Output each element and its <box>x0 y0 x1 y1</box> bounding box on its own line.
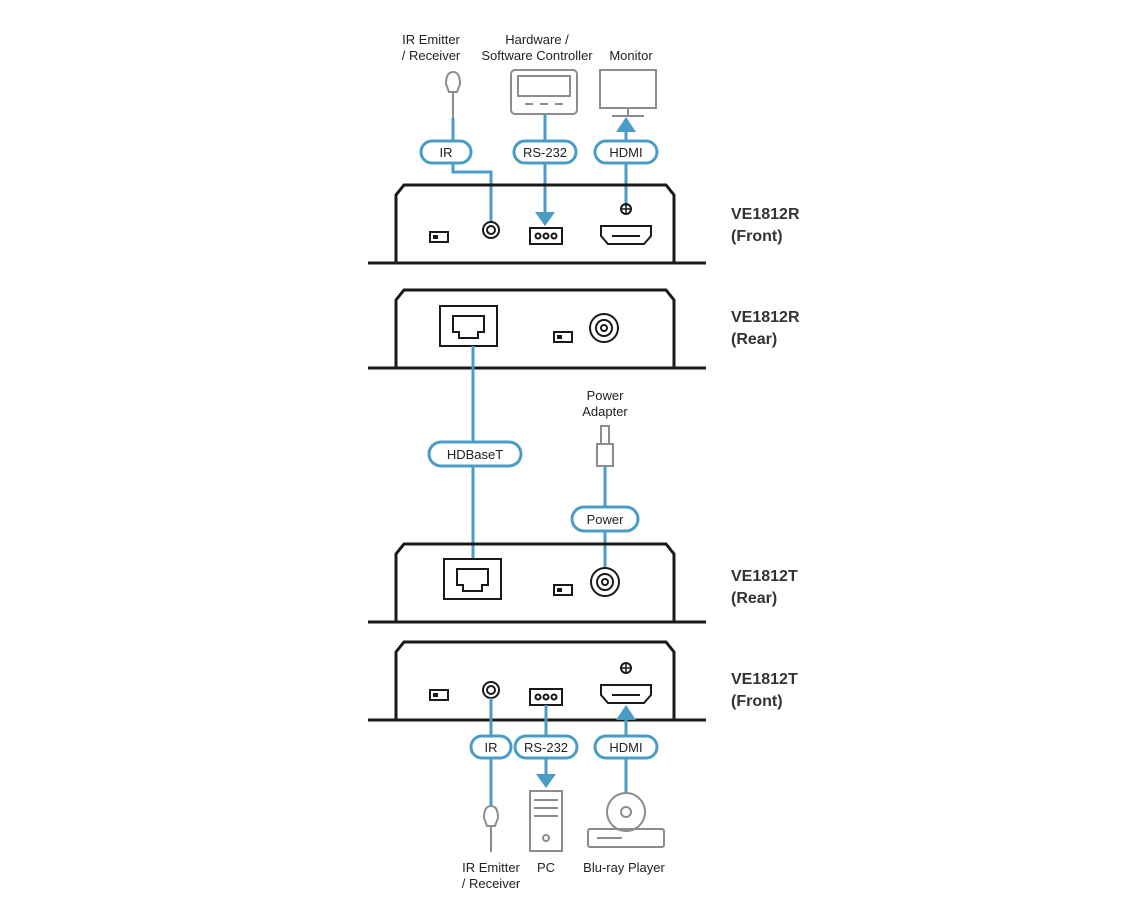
dip-switch <box>553 331 573 343</box>
controller-label-line2: Software Controller <box>481 48 593 63</box>
power-adapter-label-line2: Adapter <box>582 404 628 419</box>
monitor-icon <box>599 69 657 117</box>
hdmi-port <box>600 684 652 704</box>
transmitter-rear-device <box>368 542 706 624</box>
receiver-rear-name: VE1812R <box>731 309 800 326</box>
ir-emitter-icon <box>444 70 462 118</box>
hdmi-cable-top: HDMI <box>593 117 659 206</box>
transmitter-rear-name: VE1812T <box>731 568 798 585</box>
ir-top-cable-label: IR <box>440 145 453 160</box>
dip-switch <box>429 689 449 701</box>
hdbaset-cable-label: HDBaseT <box>447 447 503 462</box>
bluray-player-label: Blu-ray Player <box>583 860 665 875</box>
power-port <box>590 567 620 597</box>
ir-cable-top: IR <box>419 118 493 222</box>
dip-switch <box>553 584 573 596</box>
transmitter-front-device <box>368 640 706 722</box>
ir-bottom-cable-label: IR <box>485 740 498 755</box>
transmitter-rear-side: (Rear) <box>731 590 777 607</box>
dip-switch <box>429 231 449 243</box>
ir-emitter-top-label-line2: / Receiver <box>402 48 461 63</box>
ir-emitter-bottom-label-line2: / Receiver <box>462 876 521 891</box>
power-cable-label: Power <box>587 512 625 527</box>
ir-port <box>482 221 500 239</box>
rs232-top-cable-label: RS-232 <box>523 145 567 160</box>
bluray-player-icon <box>587 792 665 848</box>
power-port <box>589 313 619 343</box>
controller-label-line1: Hardware / <box>505 32 569 47</box>
ir-port <box>482 681 500 699</box>
ir-emitter-icon <box>482 804 500 852</box>
receiver-front-device <box>368 183 706 265</box>
ir-emitter-bottom-label-line1: IR Emitter <box>462 860 520 875</box>
receiver-front-name: VE1812R <box>731 206 800 223</box>
receiver-rear-side: (Rear) <box>731 331 777 348</box>
power-adapter-label-line1: Power <box>587 388 625 403</box>
ir-emitter-top-label-line1: IR Emitter <box>402 32 460 47</box>
pc-label: PC <box>537 860 555 875</box>
hdmi-port <box>600 225 652 245</box>
pc-tower-icon <box>529 790 563 852</box>
hdmi-top-cable-label: HDMI <box>609 145 642 160</box>
hdbaset-cable: HDBaseT <box>427 346 523 560</box>
hdmi-bottom-cable-label: HDMI <box>609 740 642 755</box>
rs232-cable-top: RS-232 <box>512 114 578 226</box>
transmitter-front-side: (Front) <box>731 693 783 710</box>
hdmi-cable-bottom: HDMI <box>593 705 659 792</box>
power-adapter-icon <box>596 425 614 467</box>
ir-cable-bottom: IR <box>469 698 513 806</box>
rs232-bottom-cable-label: RS-232 <box>524 740 568 755</box>
receiver-rear-device <box>368 288 706 370</box>
monitor-label: Monitor <box>609 48 653 63</box>
rj45-port <box>443 558 502 600</box>
transmitter-front-name: VE1812T <box>731 671 798 688</box>
rs232-cable-bottom: RS-232 <box>513 705 579 788</box>
rs232-port <box>529 227 563 245</box>
receiver-front-side: (Front) <box>731 228 783 245</box>
rj45-port <box>439 305 498 347</box>
power-cable: Power <box>570 466 640 568</box>
controller-icon <box>510 69 578 115</box>
